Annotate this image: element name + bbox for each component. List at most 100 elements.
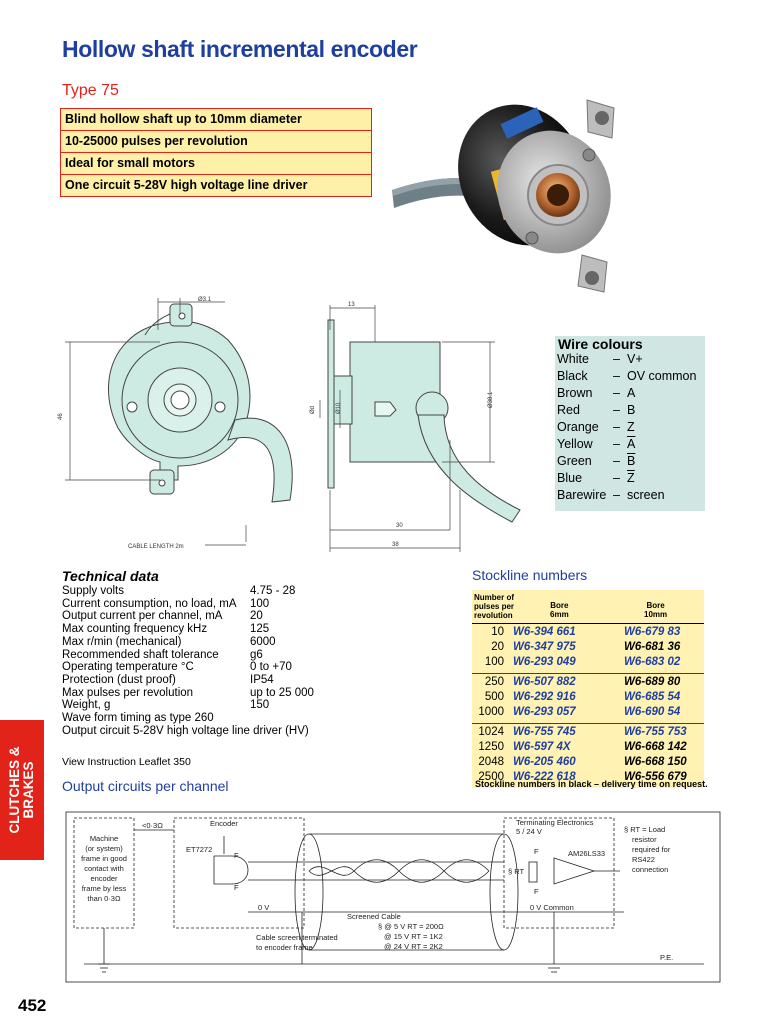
stockline-row: 20 W6-347 975 W6-681 36: [472, 641, 704, 656]
svg-text:@ 24 V RT = 2K2: @ 24 V RT = 2K2: [384, 942, 443, 951]
tech-data-row: Wave form timing as type 260: [62, 712, 214, 724]
dim-d2: Ø10: [336, 402, 342, 414]
tech-data-label: Weight, g: [62, 699, 111, 712]
wire-row: Black–OV common: [557, 369, 697, 383]
svg-text:contact with: contact with: [84, 864, 124, 873]
tech-data-label: Operating temperature °C: [62, 661, 194, 674]
stockline-bore10: W6-683 02: [624, 656, 681, 668]
wire-row: Orange–Z: [557, 420, 635, 434]
wire-row: White–V+: [557, 352, 643, 366]
page-number: 452: [18, 996, 47, 1015]
wire-row: Blue–Z: [557, 471, 635, 485]
tech-data-value: 20: [250, 610, 263, 623]
svg-text:@ 15 V RT = 1K2: @ 15 V RT = 1K2: [384, 932, 443, 941]
stockline-bore6: W6-507 882: [513, 676, 576, 688]
stockline-bore6: W6-293 057: [513, 706, 576, 718]
stockline-pulses: 2048: [478, 756, 504, 768]
tech-data-row: Protection (dust proof)IP54: [62, 674, 274, 686]
wire-row: Barewire–screen: [557, 488, 665, 502]
svg-text:0 V Common: 0 V Common: [530, 903, 574, 912]
type-label: Type 75: [62, 82, 119, 99]
stockline-pulses: 20: [491, 641, 504, 653]
side-tab-label: CLUTCHES & BRAKES: [7, 746, 36, 834]
stockline-table: Number of pulses per revolution Bore 6mm…: [472, 590, 704, 788]
svg-text:connection: connection: [632, 865, 668, 874]
tech-data-label: Recommended shaft tolerance: [62, 648, 219, 661]
wire-row: Green–B: [557, 454, 636, 468]
stockline-bore6: W6-597 4X: [513, 741, 571, 753]
tech-data-label: Max pulses per revolution: [62, 686, 194, 699]
tech-data-label: Output current per channel, mA: [62, 610, 223, 623]
wire-row: Brown–A: [557, 386, 636, 400]
stockline-bore6: W6-347 975: [513, 641, 576, 653]
svg-text:§ @ 5 V RT = 200Ω: § @ 5 V RT = 200Ω: [378, 922, 444, 931]
wire-colours-box: Wire colours White–V+ Black–OV common Br…: [555, 336, 705, 511]
wire-colours-title: Wire colours: [558, 336, 643, 352]
svg-text:to encoder frame: to encoder frame: [256, 943, 313, 952]
stockline-bore10: W6-668 142: [624, 741, 687, 753]
tech-data-value: IP54: [250, 673, 274, 686]
svg-text:than 0·3Ω: than 0·3Ω: [87, 894, 121, 903]
svg-text:§ RT = Load: § RT = Load: [624, 825, 665, 834]
stockline-bore10: W6-755 753: [624, 726, 687, 738]
stockline-note: Stockline numbers in black – delivery ti…: [475, 779, 708, 789]
dim-body: Ø38.1: [488, 391, 494, 408]
svg-text:0 V: 0 V: [258, 903, 269, 912]
svg-text:(or system): (or system): [85, 844, 123, 853]
technical-data-title: Technical data: [62, 568, 159, 584]
svg-text:Terminating Electronics: Terminating Electronics: [516, 818, 594, 827]
tech-data-label: Wave form timing as type 260: [62, 712, 214, 724]
svg-text:F: F: [234, 851, 239, 860]
tech-data-label: Current consumption, no load, mA: [62, 597, 237, 610]
feature-item: One circuit 5-28V high voltage line driv…: [65, 178, 308, 192]
features-box: Blind hollow shaft up to 10mm diameter 1…: [60, 108, 372, 197]
dim-top: 13: [348, 302, 355, 308]
stockline-header: Number of pulses per revolution Bore 6mm…: [472, 590, 704, 624]
stockline-bore6: W6-205 460: [513, 756, 576, 768]
svg-text:encoder: encoder: [90, 874, 118, 883]
dim-height: 46: [58, 413, 64, 420]
stockline-bore6: W6-394 661: [513, 626, 576, 638]
stockline-pulses: 1250: [478, 741, 504, 753]
tech-data-label: Max r/min (mechanical): [62, 635, 182, 648]
svg-text:ET7272: ET7272: [186, 845, 212, 854]
stockline-bore10: W6-679 83: [624, 626, 681, 638]
section-side-tab: CLUTCHES & BRAKES: [0, 720, 44, 860]
stockline-row: 1250 W6-597 4X W6-668 142: [472, 741, 704, 756]
dim-30: 30: [396, 523, 403, 529]
svg-text:resistor: resistor: [632, 835, 657, 844]
stockline-bore10: W6-690 54: [624, 706, 681, 718]
dim-hole: Ø3.1: [198, 297, 212, 303]
svg-text:RS422: RS422: [632, 855, 655, 864]
tech-data-value: 0 to +70: [250, 661, 292, 674]
output-circuits-title: Output circuits per channel: [62, 778, 229, 794]
tech-data-value: 4.75 - 28: [250, 585, 296, 597]
cable-length-label: CABLE LENGTH 2m: [128, 544, 184, 550]
tech-data-label: Max counting frequency kHz: [62, 623, 208, 636]
stockline-pulses: 1000: [478, 706, 504, 718]
svg-text:§ RT: § RT: [508, 867, 525, 876]
stockline-title: Stockline numbers: [472, 567, 588, 583]
svg-text:P.E.: P.E.: [660, 953, 673, 962]
stockline-bore6: W6-292 916: [513, 691, 576, 703]
stockline-bore10: W6-681 36: [624, 641, 681, 653]
page-title: Hollow shaft incremental encoder: [62, 36, 418, 62]
svg-text:F: F: [534, 887, 539, 896]
svg-text:Screened Cable: Screened Cable: [347, 912, 401, 921]
feature-item: 10-25000 pulses per revolution: [61, 131, 371, 153]
stockline-pulses: 500: [484, 691, 504, 703]
tech-data-row: Max r/min (mechanical)6000: [62, 635, 276, 648]
svg-text:<0·3Ω: <0·3Ω: [142, 821, 163, 830]
